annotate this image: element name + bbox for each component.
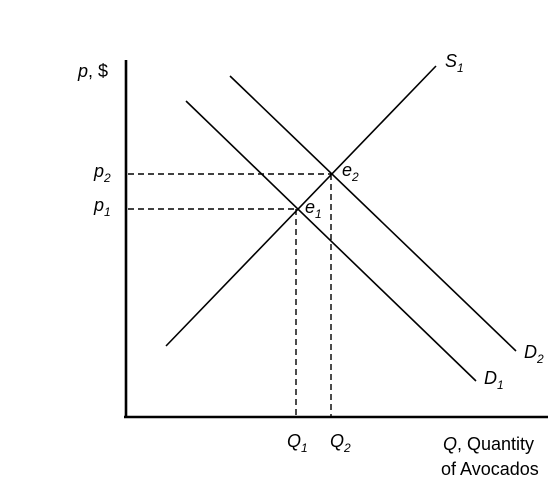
q1-letter: Q [287, 431, 301, 451]
q2-subscript: 2 [343, 441, 351, 455]
d1-subscript: 1 [497, 378, 504, 392]
equilibrium-e2-label: e2 [342, 160, 359, 184]
y-axis-unit: , $ [88, 61, 108, 81]
equilibrium-e1-label: e1 [305, 197, 322, 221]
d1-letter: D [484, 368, 497, 388]
q1-label: Q1 [287, 431, 308, 455]
e2-letter: e [342, 160, 352, 180]
supply-curve-label: S1 [445, 51, 464, 75]
y-axis-var: p [77, 61, 88, 81]
x-axis-var: Q [443, 434, 457, 454]
y-axis-label: p, $ [77, 61, 108, 81]
p2-subscript: 2 [103, 171, 111, 185]
demand-curve-d2 [229, 75, 517, 352]
e2-subscript: 2 [351, 170, 359, 184]
p2-letter: p [93, 161, 104, 181]
d2-letter: D [524, 342, 537, 362]
p1-label: p1 [93, 195, 111, 219]
q1-subscript: 1 [301, 441, 308, 455]
supply-subscript: 1 [457, 61, 464, 75]
x-axis-label-line1: Q, Quantity [443, 434, 534, 454]
q2-letter: Q [330, 431, 344, 451]
x-axis-label-line2: of Avocados [441, 459, 539, 479]
e1-subscript: 1 [315, 207, 322, 221]
p1-subscript: 1 [104, 205, 111, 219]
e1-letter: e [305, 197, 315, 217]
demand-curve-d1 [185, 100, 477, 382]
d2-subscript: 2 [536, 352, 544, 366]
q2-label: Q2 [330, 431, 351, 455]
demand-d2-label: D2 [524, 342, 544, 366]
supply-letter: S [445, 51, 457, 71]
demand-d1-label: D1 [484, 368, 504, 392]
x-axis-label-rest: , Quantity [457, 434, 534, 454]
supply-curve-s1 [165, 65, 437, 347]
p1-letter: p [93, 195, 104, 215]
p2-label: p2 [93, 161, 111, 185]
